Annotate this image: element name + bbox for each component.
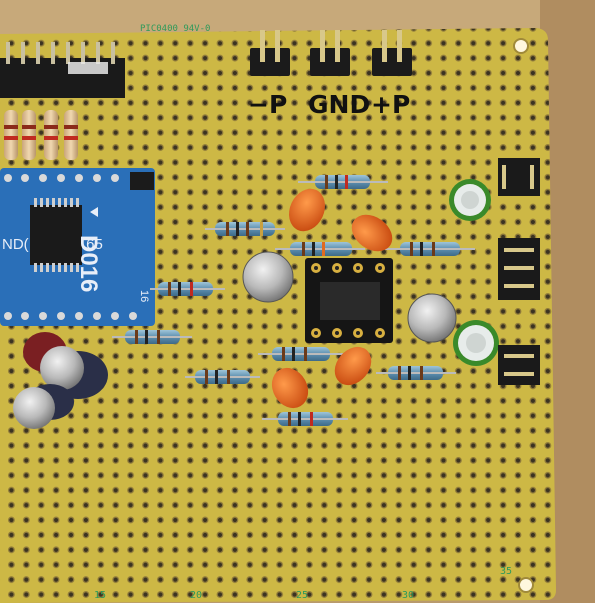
bottom-number-15: 15 [94, 590, 107, 601]
module-text-right: .65 [82, 236, 103, 253]
board-silkscreen-text: PIC0400 94V-0 [140, 24, 211, 34]
bottom-number-30: 30 [402, 590, 415, 601]
label-gnd: GND [308, 90, 371, 119]
bottom-number-25: 25 [296, 590, 309, 601]
module-pin-label: 16 [138, 290, 150, 303]
label-minus-p: −P [248, 90, 288, 119]
label-plus-p: +P [371, 90, 411, 119]
module-text-left: ND( [2, 236, 29, 253]
bottom-number-35: 35 [500, 566, 513, 577]
bottom-number-20: 20 [190, 590, 203, 601]
